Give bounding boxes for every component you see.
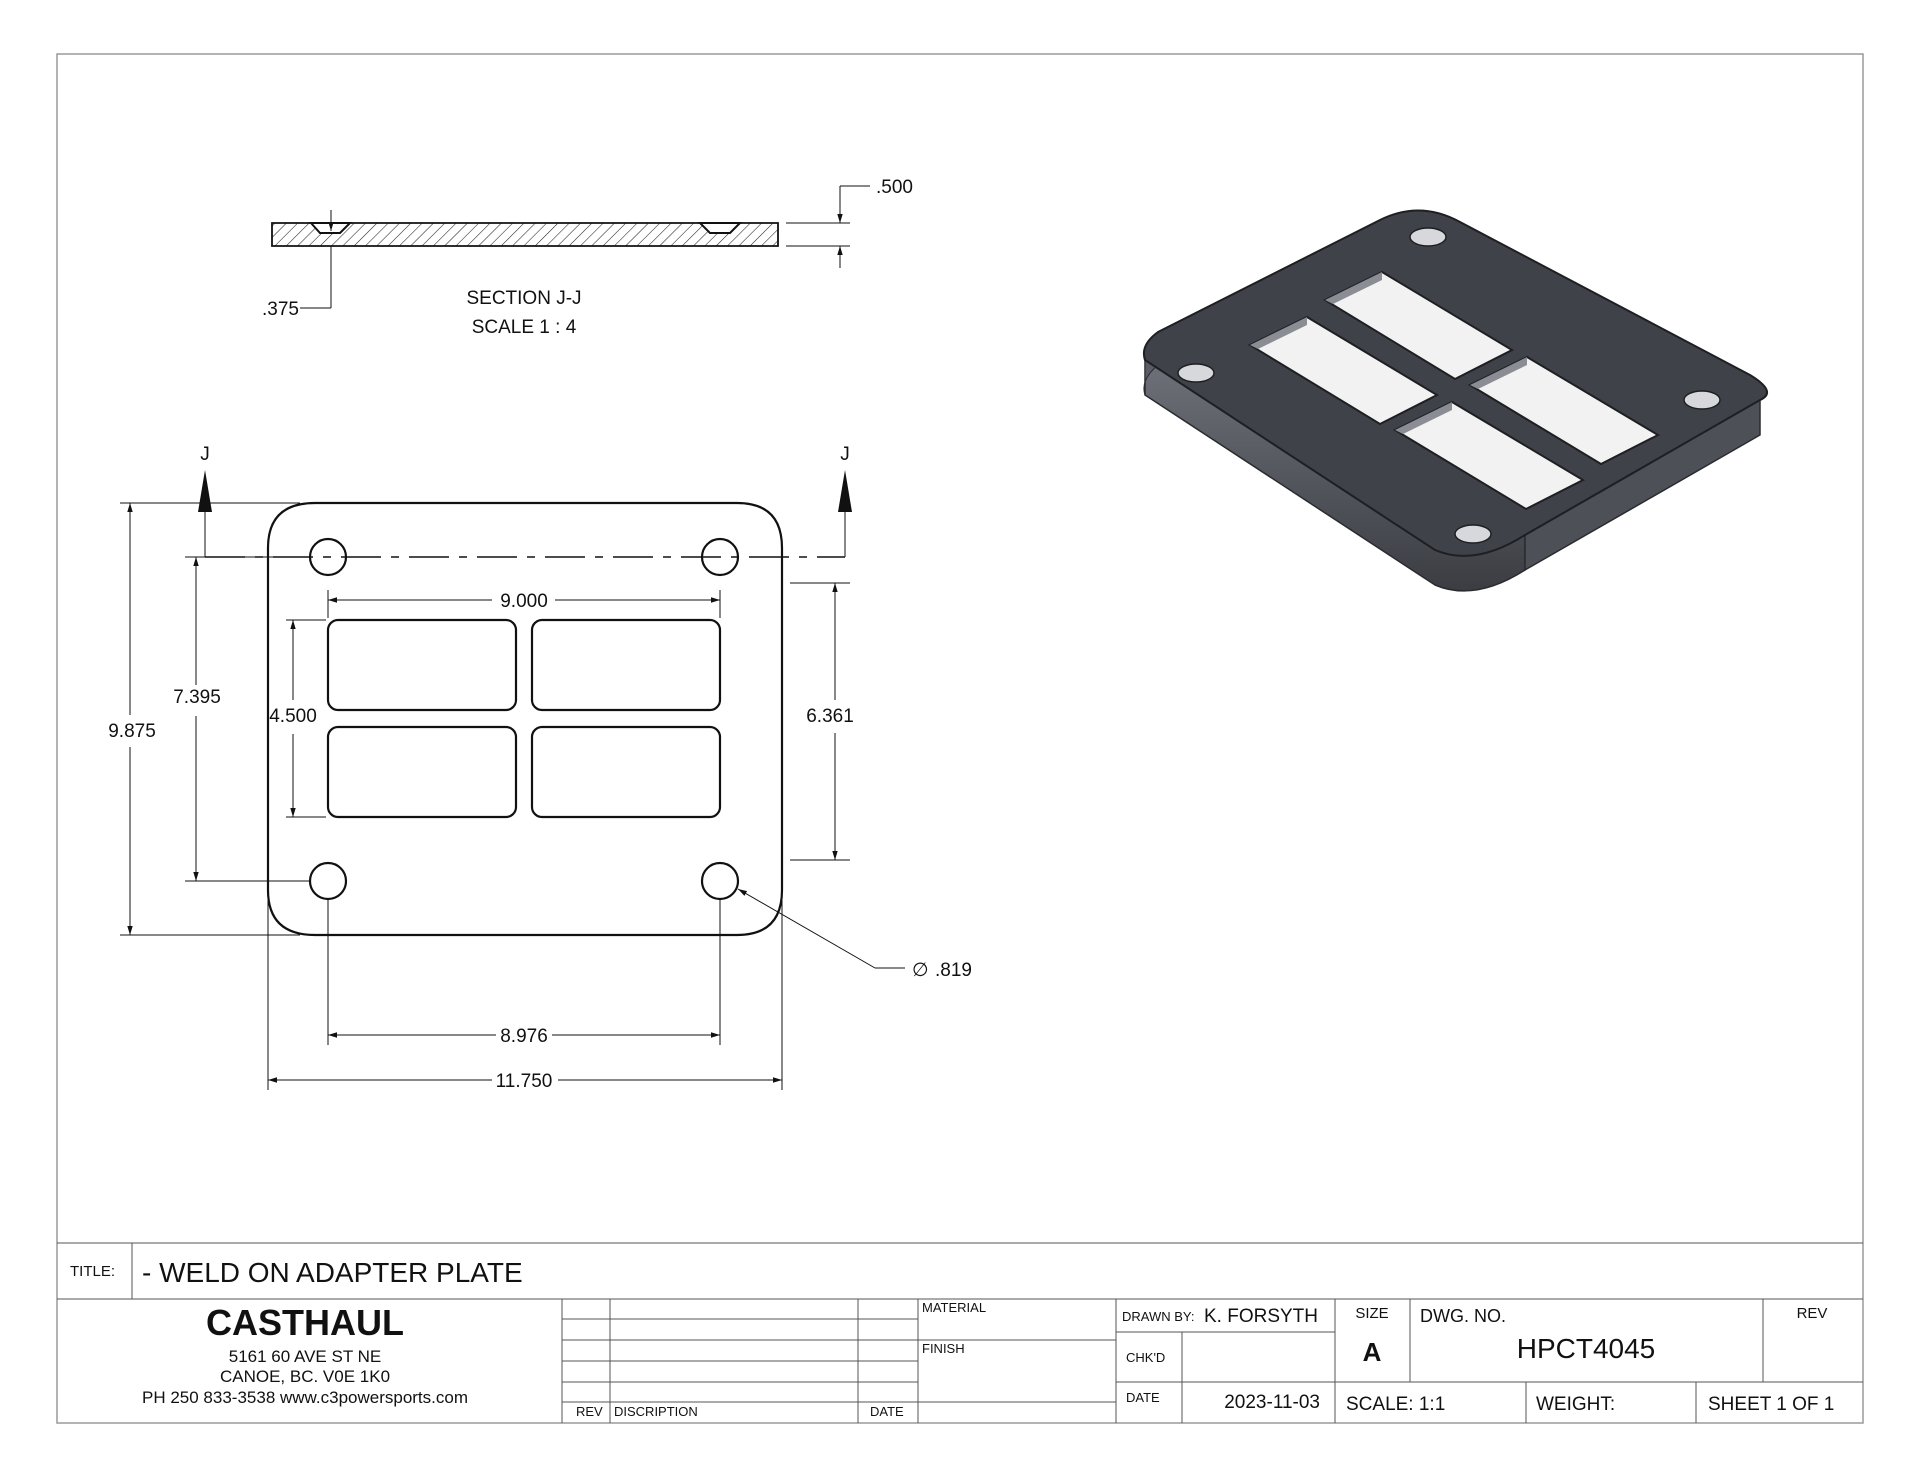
right-height-dimension: 6.361 xyxy=(806,706,854,727)
front-view: J J 9.875 7.395 4.500 9. xyxy=(108,444,972,1092)
iso-hole xyxy=(1454,524,1492,544)
section-marker-right: J xyxy=(840,444,850,465)
company-address-2: CANOE, BC. V0E 1K0 xyxy=(220,1367,390,1386)
hole-diameter-dimension: .819 xyxy=(935,960,972,981)
overall-width-dimension: 11.750 xyxy=(496,1071,553,1092)
bolt-hole xyxy=(700,537,740,577)
slot xyxy=(530,725,722,819)
date-column-label: DATE xyxy=(870,1404,904,1419)
company-name: CASTHAUL xyxy=(206,1302,404,1343)
slot xyxy=(326,725,518,819)
weight-label: WEIGHT: xyxy=(1536,1394,1615,1415)
slot xyxy=(326,618,518,712)
iso-hole xyxy=(1683,390,1721,410)
slot-width-dimension: 9.000 xyxy=(500,591,548,612)
bolt-hole xyxy=(700,861,740,901)
bolt-hole xyxy=(308,861,348,901)
description-column-label: DISCRIPTION xyxy=(614,1404,698,1419)
section-scale: SCALE 1 : 4 xyxy=(472,317,577,338)
hole-diameter-symbol: ∅ xyxy=(912,960,929,981)
rev-column-label: REV xyxy=(576,1404,603,1419)
date-label: DATE xyxy=(1126,1390,1160,1405)
material-label: MATERIAL xyxy=(922,1300,986,1315)
slot-height-dimension: 4.500 xyxy=(269,706,317,727)
iso-hole xyxy=(1409,227,1447,247)
drawing-title: - WELD ON ADAPTER PLATE xyxy=(142,1257,523,1288)
dwg-no-value: HPCT4045 xyxy=(1517,1333,1656,1364)
bolt-vertical-dimension: 7.395 xyxy=(173,687,221,708)
counterbore-dimension: .375 xyxy=(262,299,299,320)
size-value: A xyxy=(1363,1337,1382,1367)
plate-outline xyxy=(266,501,784,937)
scale-value: SCALE: 1:1 xyxy=(1346,1394,1445,1415)
section-counterbore-right xyxy=(697,222,743,234)
bolt-horizontal-dimension: 8.976 xyxy=(500,1026,548,1047)
finish-label: FINISH xyxy=(922,1341,965,1356)
isometric-plate-top xyxy=(1142,209,1769,557)
sheet-border xyxy=(56,53,1864,1424)
title-block: TITLE: - WELD ON ADAPTER PLATE CASTHAUL … xyxy=(57,1242,1863,1423)
company-address-1: 5161 60 AVE ST NE xyxy=(229,1347,381,1366)
drawn-by-value: K. FORSYTH xyxy=(1204,1306,1318,1327)
title-label: TITLE: xyxy=(70,1263,115,1280)
size-label: SIZE xyxy=(1355,1305,1388,1322)
date-value: 2023-11-03 xyxy=(1224,1392,1320,1413)
sheet-value: SHEET 1 OF 1 xyxy=(1708,1394,1834,1415)
checked-label: CHK'D xyxy=(1126,1350,1165,1365)
thickness-dimension: .500 xyxy=(876,177,913,198)
rev-label: REV xyxy=(1797,1305,1828,1322)
drawn-by-label: DRAWN BY: xyxy=(1122,1309,1194,1324)
section-marker-left: J xyxy=(200,444,210,465)
isometric-view xyxy=(1142,209,1769,592)
section-view: .375 .500 SECTION J-J SCALE 1 : 4 xyxy=(262,177,913,338)
company-contact: PH 250 833-3538 www.c3powersports.com xyxy=(142,1388,468,1407)
section-label: SECTION J-J xyxy=(466,288,581,309)
overall-height-dimension: 9.875 xyxy=(108,721,156,742)
dwg-no-label: DWG. NO. xyxy=(1420,1306,1506,1326)
iso-hole xyxy=(1177,363,1215,383)
section-body xyxy=(271,222,779,247)
slot xyxy=(530,618,722,712)
